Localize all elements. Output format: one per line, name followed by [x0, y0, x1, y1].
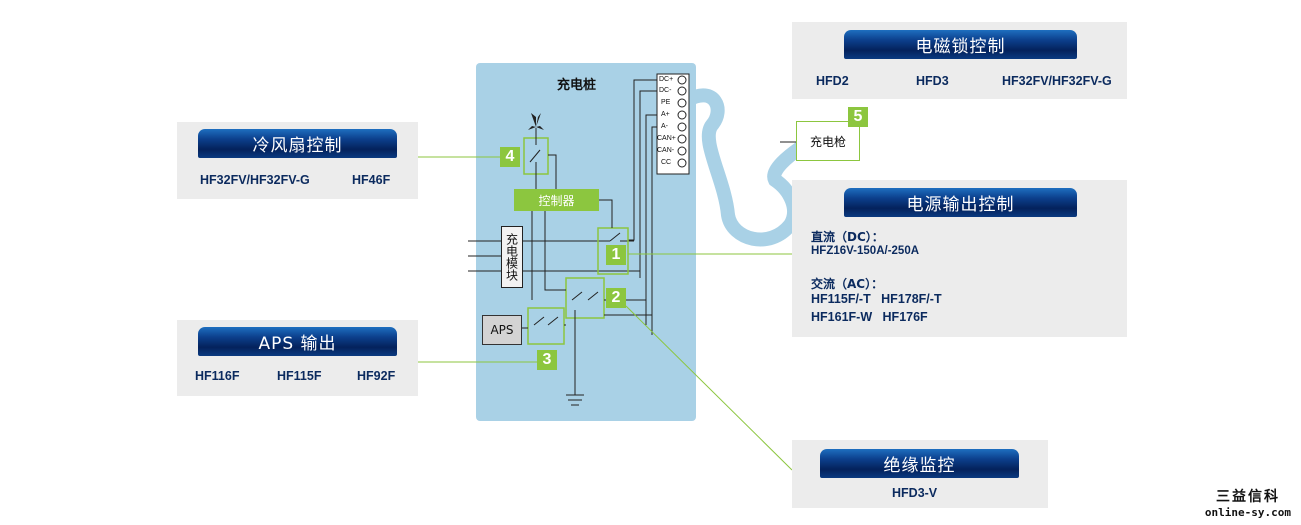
terminal-a-minus: A-: [661, 123, 668, 130]
dc-label: 直流（DC）：: [811, 230, 884, 244]
terminal-block: [656, 73, 690, 175]
marker-2: 2: [606, 288, 626, 308]
charging-module-box: 充电模块: [501, 226, 523, 288]
fan-control-title: 冷风扇控制: [198, 129, 397, 158]
lock-product: HF32FV/HF32FV-G: [1002, 74, 1112, 88]
terminal-cc: CC: [661, 159, 672, 166]
ac-products-row2: HF161F-W HF176F: [811, 310, 928, 324]
terminal-can-plus: CAN+: [657, 135, 676, 142]
terminal-dc-plus: DC+: [659, 76, 674, 83]
terminal-can-minus: CAN-: [657, 147, 675, 154]
brand-watermark: 三益信科 online-sy.com: [1205, 486, 1291, 519]
aps-box: APS: [482, 315, 522, 345]
charger-title: 充电桩: [557, 78, 597, 93]
charging-cable: [681, 88, 807, 247]
insulation-product: HFD3-V: [892, 486, 938, 500]
ac-products-row1: HF115F/-T HF178F/-T: [811, 292, 942, 306]
terminal-dc-minus: DC-: [659, 87, 672, 94]
lock-control-title: 电磁锁控制: [844, 30, 1077, 59]
ac-label: 交流（AC）：: [811, 277, 884, 291]
aps-product: HF116F: [195, 369, 240, 383]
marker-1: 1: [606, 245, 626, 265]
aps-product: HF115F: [277, 369, 322, 383]
terminal-a-plus: A+: [661, 111, 670, 118]
fan-product: HF46F: [352, 173, 391, 187]
marker-4: 4: [500, 147, 520, 167]
brand-name: 三益信科: [1215, 489, 1280, 505]
power-output-title: 电源输出控制: [844, 188, 1077, 217]
fan-icon: [528, 113, 544, 130]
lock-product: HFD3: [916, 74, 949, 88]
marker-5: 5: [848, 107, 868, 127]
aps-product: HF92F: [357, 369, 396, 383]
marker-3: 3: [537, 350, 557, 370]
brand-url: online-sy.com: [1204, 506, 1291, 519]
aps-output-title: APS 输出: [198, 327, 397, 356]
controller-box: 控制器: [514, 189, 599, 211]
dc-products: HFZ16V-150A/-250A: [811, 245, 920, 257]
lock-product: HFD2: [816, 74, 849, 88]
charging-gun-box: 充电枪: [796, 121, 860, 161]
insulation-monitor-title: 绝缘监控: [820, 449, 1019, 478]
fan-product: HF32FV/HF32FV-G: [200, 173, 310, 187]
terminal-pe: PE: [661, 99, 671, 106]
